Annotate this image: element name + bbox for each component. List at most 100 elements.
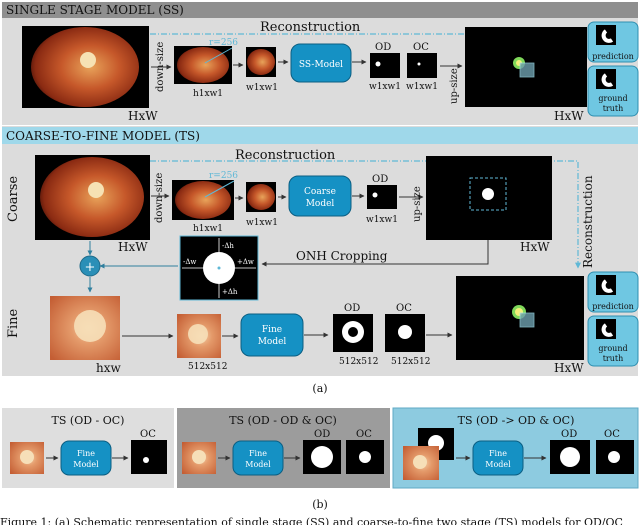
ts-crop-dh-bottom: +Δh — [222, 288, 238, 296]
ts-w1w1-retina — [247, 184, 275, 210]
ts-coarse-od-size: w1xw1 — [366, 215, 398, 225]
b-panel-2-title: TS (OD - OD & OC) — [229, 414, 337, 427]
b3-oc-blob — [608, 451, 620, 463]
ts-input-size: HxW — [118, 240, 148, 254]
ts-final-output-size: HxW — [554, 361, 584, 375]
ts-legend-gt-label2: truth — [603, 354, 624, 363]
ts-fine-oc-size: 512x512 — [391, 357, 430, 367]
ts-down-size-label: down-size — [154, 173, 165, 223]
ss-model-box — [290, 43, 352, 83]
ts-fine-od-cup — [348, 327, 358, 337]
b2-od-title: OD — [314, 429, 330, 440]
b2-od-blob — [311, 446, 333, 468]
ts-coarse-model-box — [288, 175, 352, 217]
b2-fine-model-l1: Fine — [249, 449, 267, 458]
ts-legend-gt-label1: ground — [598, 344, 627, 353]
b2-crop-disc — [192, 450, 206, 464]
ts-header-bar — [2, 127, 638, 144]
ss-legend-pred-shape — [601, 29, 614, 43]
ss-oc-title: OC — [413, 42, 429, 53]
ts-radius-line — [204, 180, 235, 198]
ts-fine-model-l2: Model — [258, 337, 287, 347]
b3-od-blob — [560, 447, 580, 467]
ts-fine-oc-blob — [398, 325, 412, 339]
ts-plus-symbol: + — [85, 260, 96, 275]
b1-oc-mask — [131, 440, 167, 474]
ts-fine-oc-title: OC — [396, 303, 412, 314]
ts-fine-label: Fine — [6, 308, 21, 338]
ts-fine-od-size: 512x512 — [339, 357, 378, 367]
b3-od-title: OD — [561, 429, 577, 440]
ts-coarse-output-size: HxW — [520, 240, 550, 254]
b3-oc-title: OC — [604, 429, 620, 440]
ts-coarse-model-l1: Coarse — [304, 187, 336, 197]
ts-reconstruction-side: Reconstruction — [581, 175, 595, 268]
ts-fine-od-title: OD — [344, 303, 360, 314]
ts-reconstruction-arrow — [150, 160, 581, 269]
b1-fine-model-l1: Fine — [77, 449, 95, 458]
ss-legend-gt-label1: ground — [598, 94, 627, 103]
ss-legend-pred-label: prediction — [592, 52, 634, 61]
ts-h1w1-label: h1xw1 — [193, 224, 223, 234]
ts-fine-model-l1: Fine — [262, 325, 282, 335]
b3-crop-disc — [413, 455, 427, 469]
b3-fine-model-box — [472, 440, 524, 476]
ss-header-bar — [2, 2, 638, 18]
ss-od-blob — [375, 61, 381, 67]
b1-crop-disc — [20, 450, 34, 464]
ts-od-title: OD — [372, 174, 388, 185]
ss-reconstruction-label: Reconstruction — [260, 20, 361, 35]
b2-oc-blob — [359, 451, 371, 463]
ts-coarse-od-mask — [367, 185, 397, 209]
ts-fine-resized-disc — [188, 324, 208, 344]
ts-up-size-label: up-size — [412, 186, 423, 222]
b2-oc-title: OC — [356, 429, 372, 440]
ts-legend-pred-label: prediction — [592, 302, 634, 311]
ss-header: SINGLE STAGE MODEL (SS) — [6, 3, 184, 17]
ts-h1w1-retina — [175, 181, 231, 219]
ss-fundus-disc — [80, 52, 96, 68]
ss-od-title: OD — [375, 42, 391, 53]
ss-h1w1-label: h1xw1 — [193, 89, 223, 99]
ts-crop-dh-top: -Δh — [222, 242, 234, 250]
b-panel-1-title: TS (OD - OC) — [52, 414, 125, 427]
ts-coarse-output-od — [482, 188, 494, 200]
ss-output-size: HxW — [554, 109, 584, 123]
ss-up-size-label: up-size — [449, 68, 460, 104]
ss-legend-gt-shape — [601, 73, 614, 87]
ts-crop-dw-right: +Δw — [237, 258, 254, 266]
ts-onh-cropping-label: ONH Cropping — [296, 249, 388, 263]
ts-coarse-roi — [469, 177, 507, 211]
ts-header: COARSE-TO-FINE MODEL (TS) — [6, 129, 200, 143]
ss-oc-blob — [417, 62, 421, 66]
ss-radius-label: r=256 — [209, 38, 238, 48]
ts-legend-gt-shape — [601, 323, 614, 337]
ss-od-size: w1xw1 — [369, 82, 401, 92]
figure-caption: Figure 1: (a) Schematic representation o… — [0, 516, 623, 525]
ts-crop-center — [217, 266, 221, 270]
ss-h1w1-retina — [177, 47, 229, 83]
ts-final-roi — [519, 312, 535, 328]
b1-fine-model-box — [60, 440, 112, 476]
ts-fine-crop-size: hxw — [96, 361, 121, 375]
ts-coarse-model-l2: Model — [306, 199, 335, 209]
ts-fine-model-box — [240, 313, 304, 357]
caption-a: (a) — [312, 382, 327, 395]
ss-w1w1-label: w1xw1 — [246, 83, 278, 93]
ts-crop-dw-left: -Δw — [183, 258, 196, 266]
ts-fundus-retina — [40, 157, 144, 237]
ts-plus-node — [79, 255, 101, 277]
ss-od-mask — [370, 53, 400, 78]
ts-coarse-label: Coarse — [6, 176, 21, 222]
ts-fine-resized-size: 512x512 — [188, 362, 227, 372]
b1-oc-title: OC — [140, 429, 156, 440]
b3-fine-model-l1: Fine — [489, 449, 507, 458]
ts-radius-label: r=256 — [209, 171, 238, 181]
ts-legend-pred-shape — [601, 279, 614, 293]
ss-radius-line — [204, 47, 233, 64]
ts-fine-crop-disc — [74, 310, 106, 342]
ss-output-roi — [519, 62, 535, 78]
b1-oc-blob — [143, 457, 149, 463]
ts-coarse-od-blob — [372, 192, 378, 198]
